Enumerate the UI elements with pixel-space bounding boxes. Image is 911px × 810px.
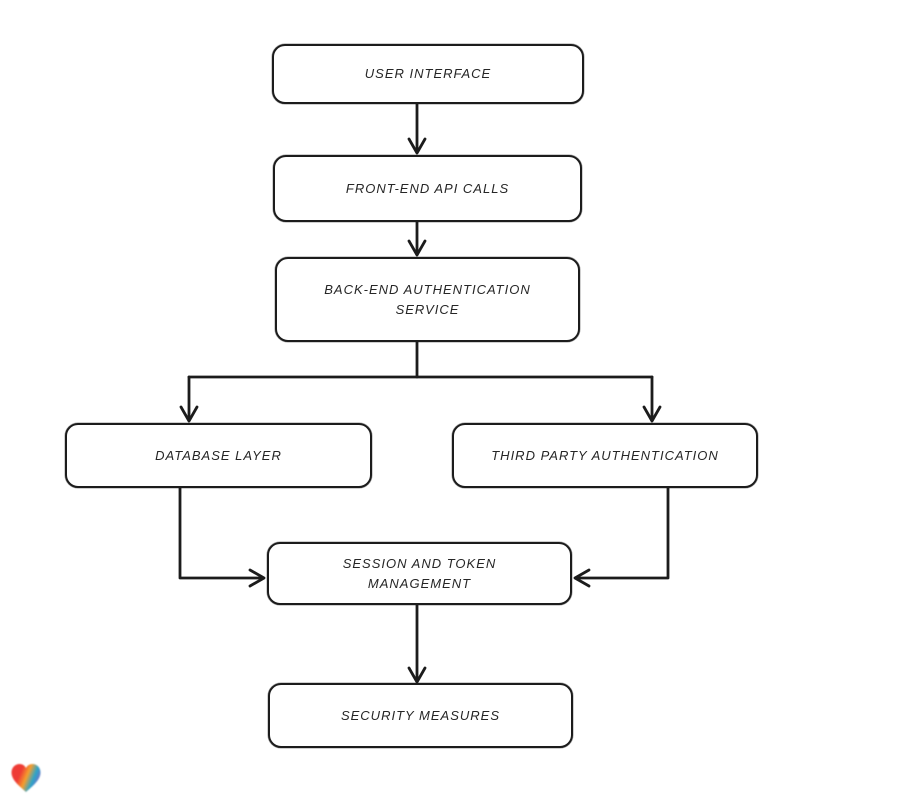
node-session-and-token-management: SESSION AND TOKEN MANAGEMENT	[267, 542, 572, 605]
edge-session-to-security	[407, 603, 427, 684]
node-label: BACK-END AUTHENTICATION SERVICE	[324, 281, 531, 317]
node-label: SESSION AND TOKEN MANAGEMENT	[342, 555, 497, 591]
node-label: SECURITY MEASURES	[340, 707, 501, 723]
node-third-party-authentication: THIRD PARTY AUTHENTICATION	[452, 423, 758, 488]
node-label: DATABASE LAYER	[155, 447, 282, 463]
edge-auth-branch	[179, 340, 662, 423]
node-security-measures: SECURITY MEASURES	[268, 683, 573, 748]
node-label: THIRD PARTY AUTHENTICATION	[491, 447, 719, 463]
edge-db-to-session	[178, 486, 266, 588]
edge-api-to-auth	[407, 220, 427, 257]
node-back-end-authentication-service: BACK-END AUTHENTICATION SERVICE	[275, 257, 580, 342]
node-label: USER INTERFACE	[364, 66, 492, 81]
edge-ui-to-api	[407, 102, 427, 155]
node-user-interface: USER INTERFACE	[272, 44, 584, 104]
node-front-end-api-calls: FRONT-END API CALLS	[273, 155, 582, 222]
heart-icon	[11, 764, 41, 792]
node-database-layer: DATABASE LAYER	[65, 423, 372, 488]
eraser-heart-logo[interactable]	[8, 761, 44, 795]
edge-third-to-session	[573, 486, 670, 588]
node-label: FRONT-END API CALLS	[345, 180, 510, 196]
